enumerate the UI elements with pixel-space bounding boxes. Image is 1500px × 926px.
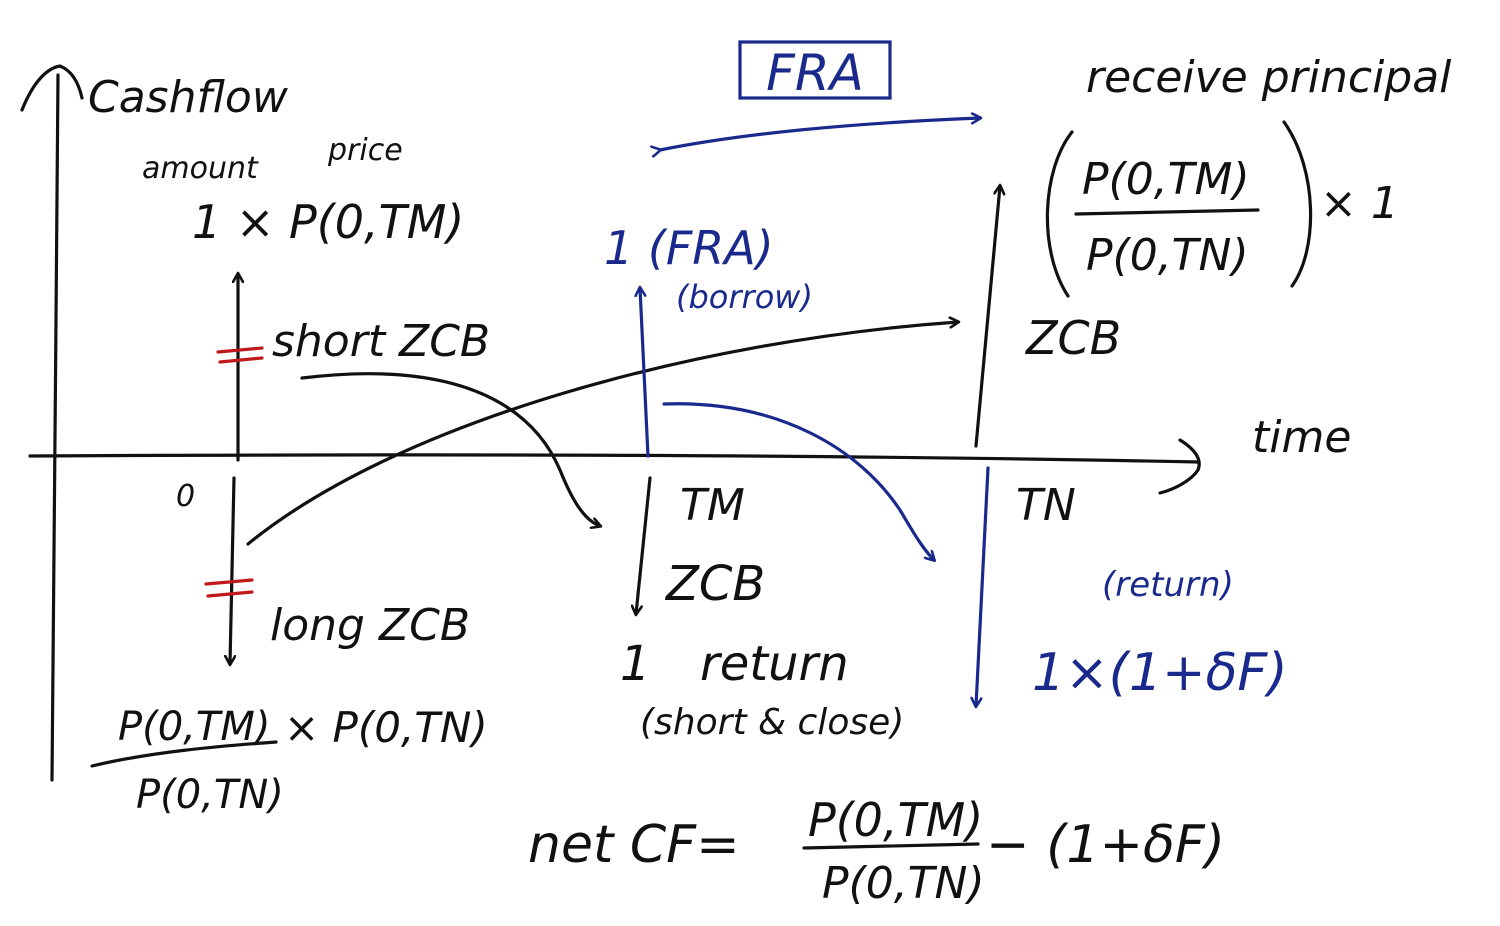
x-axis-arrowhead xyxy=(1158,438,1201,495)
fra-span-arrow xyxy=(660,118,980,150)
y-axis xyxy=(50,73,60,782)
price-heading: price xyxy=(327,133,403,168)
fra-box xyxy=(738,40,892,100)
net-cf-fraction-bar xyxy=(802,842,980,850)
tn-close-paren xyxy=(1282,120,1313,288)
tm-down-note: return xyxy=(700,636,849,692)
tn-open-paren xyxy=(1045,130,1074,298)
amount-heading: amount xyxy=(142,151,259,186)
net-cf-numerator: P(0,TM) xyxy=(808,793,983,847)
tn-up-denominator: P(0,TN) xyxy=(1086,230,1249,281)
t0-down-fraction-bar xyxy=(90,740,278,768)
fra-up-note: (borrow) xyxy=(676,278,813,316)
t0-down-multiplier: × P(0,TN) xyxy=(284,703,488,752)
tm-axis-label: TM xyxy=(680,480,745,531)
tm-down-label: ZCB xyxy=(664,556,765,612)
t0-down-label: long ZCB xyxy=(270,600,470,651)
tn-up-label: ZCB xyxy=(1024,311,1121,365)
net-cf-denominator: P(0,TN) xyxy=(822,858,985,909)
tm-down-amount: 1 xyxy=(620,636,651,692)
t0-down-tick-mark xyxy=(204,578,254,598)
y-axis-arrowhead xyxy=(20,64,84,112)
t0-down-denominator: P(0,TN) xyxy=(136,772,284,818)
fra-return-arrow xyxy=(976,466,990,706)
x-axis xyxy=(28,453,1200,464)
fra-up-arrow xyxy=(640,288,650,458)
short-zcb-to-tm-curve xyxy=(300,372,600,526)
fra-box-label: FRA xyxy=(766,44,864,102)
tn-up-numerator: P(0,TM) xyxy=(1082,154,1250,205)
x-axis-label: time xyxy=(1252,412,1351,463)
y-axis-label: Cashflow xyxy=(88,72,289,123)
fra-return-note: (return) xyxy=(1102,565,1234,605)
fra-return-amount: 1×(1+δF) xyxy=(1032,643,1288,703)
fra-return-curve xyxy=(662,402,934,560)
t0-up-label: short ZCB xyxy=(272,316,490,367)
tn-up-multiplier: × 1 xyxy=(1320,178,1399,229)
origin-label: 0 xyxy=(176,479,195,514)
long-zcb-to-tn-curve xyxy=(246,322,958,546)
tm-down-note-secondary: (short & close) xyxy=(640,702,904,743)
net-cf-rhs: − (1+δF) xyxy=(986,815,1225,875)
tn-heading: receive principal xyxy=(1086,52,1452,103)
tn-up-fraction-bar xyxy=(1074,208,1260,216)
t0-up-tick-mark xyxy=(216,346,264,364)
tn-up-arrow xyxy=(974,186,1000,448)
fra-up-amount: 1 (FRA) xyxy=(604,221,774,275)
t0-down-arrow xyxy=(230,476,234,664)
net-cf-lhs: net CF= xyxy=(528,815,740,875)
tm-down-arrow xyxy=(636,476,652,614)
t0-up-amount: 1 × P(0,TM) xyxy=(192,195,464,249)
tn-axis-label: TN xyxy=(1016,480,1076,531)
t0-down-numerator: P(0,TM) xyxy=(118,704,270,750)
